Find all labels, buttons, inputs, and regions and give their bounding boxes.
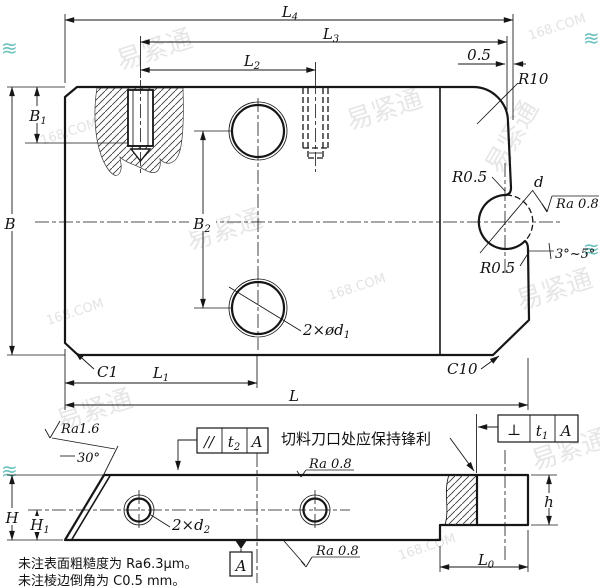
watermark-logo-icon: ≋ [583,237,600,261]
dim-R10: R10 [517,70,549,88]
plate-outline [63,85,531,357]
datum-ref: A [559,422,572,440]
side-view-dimensions: H H1 h L0 2×d2 30° Ra1.6 Ra 0.8 [3,414,579,577]
dim-R05-top: R0.5 [451,168,487,186]
centerlines-top [35,80,562,350]
top-view-dimensions: Ra 0.8 L4 L3 L2 0.5 R10 B B1 B2 R0.5 R0.… [2,3,599,410]
notch-hidden-arc [505,194,534,242]
datum-ref: A [250,433,263,451]
dim-L0: L0 [477,551,495,571]
watermark-logo-icon: ≋ [1,36,18,60]
dim-B2: B2 [192,215,210,235]
dim-C10: C10 [447,360,478,378]
dim-bevel-angle: 30° [77,451,100,466]
dim-L4: L4 [281,3,298,23]
note-sharp-edge: 切料刀口处应保持锋利 [281,430,431,448]
surface-label: Ra1.6 [60,422,100,437]
dim-L1: L1 [152,364,169,384]
dim-L2: L2 [243,52,260,72]
watermark-layer: 易紧通 易紧通 易紧通 易紧通 易紧通 易紧通 易紧通 168.COM 168.… [1,11,600,564]
tolerance-frame-perpendicular: ⊥ t1 A [477,414,579,443]
surface-label: Ra 0.8 [315,544,359,559]
dim-H: H [4,509,19,527]
perpendicular-icon: ⊥ [507,421,521,439]
watermark-text: 易紧通 [343,84,426,137]
dim-B: B [3,215,15,233]
surface-label: Ra 0.8 [555,197,599,212]
watermark-text: 易紧通 [113,24,196,77]
dim-R05-bottom: R0.5 [479,259,515,277]
top-view [35,80,562,357]
dim-d: d [534,173,544,191]
surface-label: Ra 0.8 [308,457,352,472]
dim-draft-angle: 3°~5° [555,247,595,262]
surface-finish-top: Ra 0.8 [296,457,354,478]
watermark-site: 168.COM [527,11,588,44]
dim-C1: C1 [97,363,118,381]
watermark-text: 易紧通 [513,264,596,317]
dim-holes-d1: 2×ød1 [302,321,350,341]
tolerance-value: t1 [536,422,548,442]
centerlines-side [28,450,506,583]
watermark-logo-icon: ≋ [583,26,600,50]
general-notes: 未注表面粗糙度为 Ra6.3μm。 未注棱边倒角为 C0.5 mm。 [18,556,197,588]
side-outline [63,473,530,542]
section-hatch [445,475,477,525]
note-line2: 未注棱边倒角为 C0.5 mm。 [18,573,185,588]
watermark-site: 168.COM [45,296,106,329]
break-line [444,474,450,526]
surface-finish-bevel: Ra1.6 [44,420,116,450]
datum-A: A [229,540,253,577]
dim-B1: B1 [28,107,46,127]
side-view [28,450,530,583]
dim-holes-d2: 2×d2 [171,516,210,536]
note-line1: 未注表面粗糙度为 Ra6.3μm。 [18,556,197,572]
hidden-hole [302,88,329,159]
dim-H1: H1 [29,516,49,536]
tolerance-value: t2 [228,433,240,453]
parallel-icon: // [202,433,216,451]
tolerance-frame-parallel: // t2 A [175,427,269,471]
watermark-site: 168.COM [327,271,388,304]
surface-finish-notch: Ra 0.8 [541,195,599,213]
watermark-site: 168.COM [397,531,458,564]
dim-L: L [288,387,299,405]
surface-finish-bottom: Ra 0.8 [283,540,360,568]
bevel-inner-edge [70,474,112,541]
dim-offset: 0.5 [467,46,491,64]
watermark-logo-icon: ≋ [1,459,18,483]
dim-h: h [544,493,554,511]
datum-label: A [234,557,247,575]
dim-L3: L3 [322,25,339,45]
